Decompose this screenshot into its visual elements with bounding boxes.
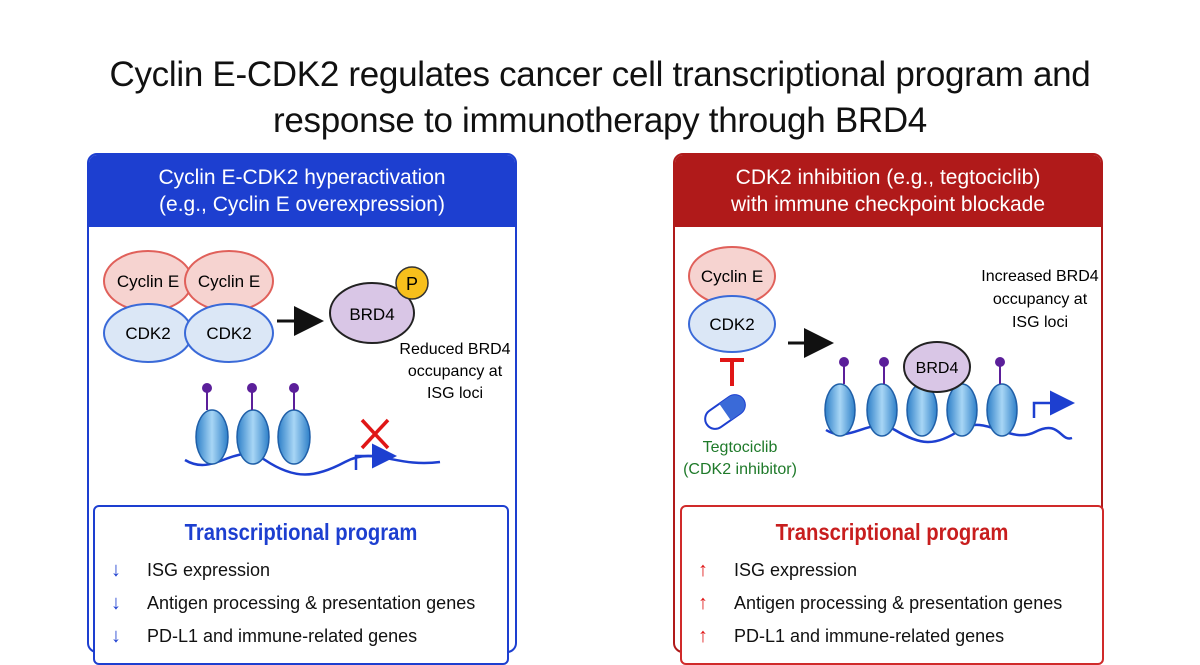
cdk2-label: CDK2: [206, 324, 251, 343]
program-item-text: ISG expression: [147, 560, 271, 580]
program-title: Transcriptional program: [775, 519, 1009, 545]
hyperactivation-header-line-1: Cyclin E-CDK2 hyperactivation: [158, 166, 446, 189]
title-line-1: Cyclin E-CDK2 regulates cancer cell tran…: [109, 55, 1091, 94]
down-arrow-icon: ↓: [111, 625, 121, 647]
phospho-brd4: BRD4 P: [329, 266, 429, 344]
inhibition-header-line-1: CDK2 inhibition (e.g., tegtociclib): [735, 166, 1041, 189]
drug-line-2: (CDK2 inhibitor): [683, 461, 797, 478]
program-item-text: PD-L1 and immune-related genes: [147, 626, 418, 646]
note-line-1: Reduced BRD4: [399, 341, 510, 358]
note-line-3: ISG loci: [1012, 314, 1068, 331]
brd4-label: BRD4: [916, 360, 959, 377]
phospho-label: P: [406, 274, 418, 294]
program-item-text: Antigen processing & presentation genes: [147, 593, 476, 613]
program-item-text: ISG expression: [734, 560, 858, 580]
cyclin-cdk2-complex-2: Cyclin E CDK2: [184, 250, 274, 363]
cyclin-e-label: Cyclin E: [198, 272, 260, 291]
program-item: ↓ Antigen processing & presentation genes: [111, 591, 475, 615]
hyperactivation-header-line-2: (e.g., Cyclin E overexpression): [159, 193, 445, 216]
page-title: Cyclin E-CDK2 regulates cancer cell tran…: [0, 52, 1200, 144]
brd4-oval: [903, 341, 971, 393]
down-arrow-icon: ↓: [111, 592, 121, 614]
nucleosome: [236, 383, 270, 465]
blocked-cross-icon: [360, 418, 390, 450]
nucleosome: [824, 357, 856, 437]
inhibition-header: CDK2 inhibition (e.g., tegtociclib) with…: [675, 155, 1101, 227]
inhibition-bar-icon: [720, 358, 744, 386]
nucleosome: [277, 383, 311, 465]
note-line-2: occupancy at: [993, 291, 1088, 308]
nucleosome: [986, 357, 1018, 437]
nucleosome: [866, 357, 898, 437]
drug-label: Tegtociclib (CDK2 inhibitor): [683, 439, 797, 478]
title-line-2: response to immunotherapy through BRD4: [273, 101, 927, 140]
up-arrow-icon: ↑: [698, 592, 708, 614]
chromatin-repressed: [184, 383, 441, 476]
note-line-1: Increased BRD4: [981, 268, 1098, 285]
increased-occupancy-note: Increased BRD4 occupancy at ISG loci: [981, 268, 1098, 331]
tss-arrow-icon: [354, 443, 397, 470]
phospho-circle: [395, 266, 429, 300]
tss-arrow-icon: [1032, 390, 1075, 418]
program-item: ↓ PD-L1 and immune-related genes: [111, 624, 417, 648]
cyclin-e-label: Cyclin E: [701, 267, 763, 286]
program-box-left: Transcriptional program ↓ISG expression …: [93, 505, 509, 665]
hyperactivation-panel: Cyclin E-CDK2 hyperactivation (e.g., Cyc…: [87, 153, 517, 653]
chromatin-active: BRD4: [824, 341, 1075, 444]
down-arrow-icon: ↓: [111, 559, 121, 581]
up-arrow-icon: ↑: [698, 625, 708, 647]
note-line-2: occupancy at: [408, 363, 503, 380]
drug-line-1: Tegtociclib: [703, 439, 778, 456]
note-line-3: ISG loci: [427, 385, 483, 402]
brd4-label: BRD4: [349, 305, 394, 324]
mechanism-diagram: Cyclin E CDK2 Cyclin E CDK2 BRD4 P Reduc…: [103, 246, 1099, 478]
up-arrow-icon: ↑: [698, 559, 708, 581]
nucleosome: [195, 383, 229, 465]
program-item: ↑ PD-L1 and immune-related genes: [698, 624, 1004, 648]
inhibition-header-line-2: with immune checkpoint blockade: [731, 193, 1045, 216]
program-item: ↑ ISG expression: [698, 558, 857, 582]
program-item: ↑ Antigen processing & presentation genes: [698, 591, 1062, 615]
program-item: ↓ ISG expression: [111, 558, 270, 582]
cdk2-label: CDK2: [125, 324, 170, 343]
program-item-text: PD-L1 and immune-related genes: [734, 626, 1005, 646]
cdk2-label: CDK2: [709, 315, 754, 334]
cyclin-cdk2-complex-inhibited: Cyclin E CDK2: [688, 246, 776, 353]
cyclin-e-label: Cyclin E: [117, 272, 179, 291]
program-title: Transcriptional program: [184, 519, 418, 545]
reduced-occupancy-note: Reduced BRD4 occupancy at ISG loci: [399, 341, 510, 402]
cyclin-cdk2-complex-1: Cyclin E CDK2: [103, 250, 193, 363]
hyperactivation-header: Cyclin E-CDK2 hyperactivation (e.g., Cyc…: [89, 155, 515, 227]
cdk2-oval: [688, 295, 776, 353]
program-box-right: Transcriptional program ↑ISG expression …: [680, 505, 1104, 665]
brd4-oval: [329, 282, 415, 344]
cdk2-oval: [184, 303, 274, 363]
pill-icon: [704, 394, 746, 430]
program-item-text: Antigen processing & presentation genes: [734, 593, 1063, 613]
